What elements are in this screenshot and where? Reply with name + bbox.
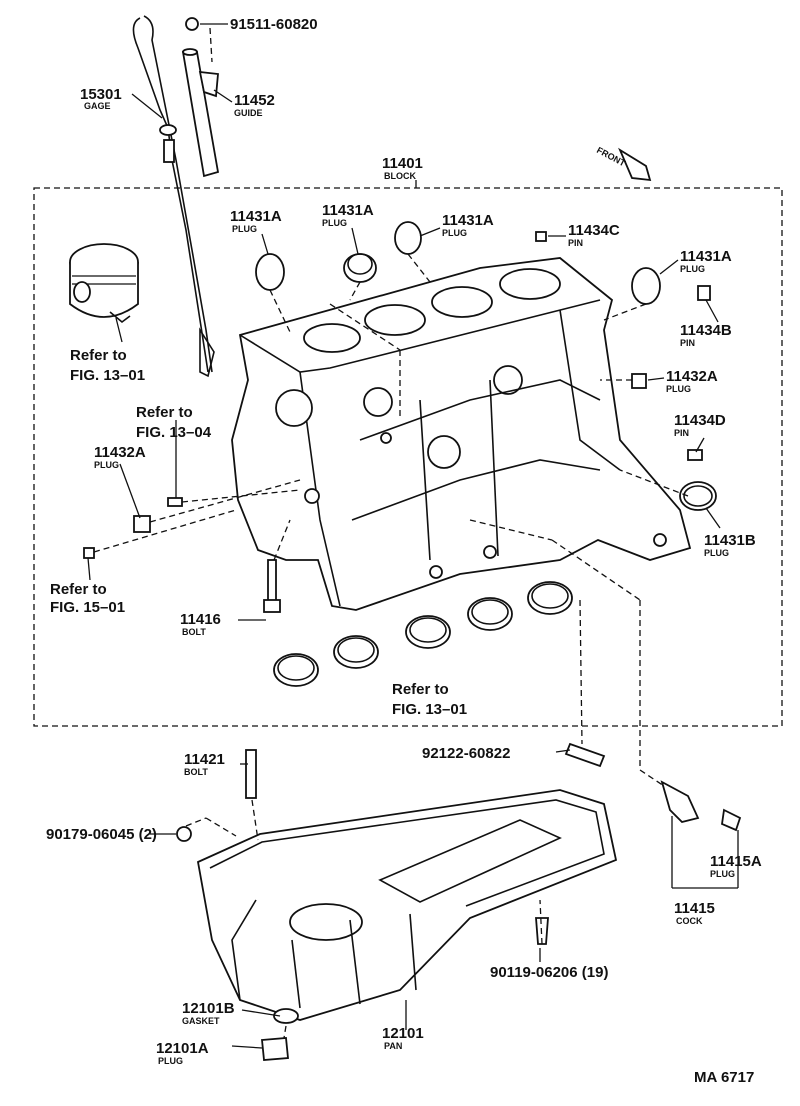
bolt-11421 (245, 749, 257, 799)
label-plug-a4-name: PLUG (680, 264, 705, 274)
label-plug-32a-left: 11432A (94, 444, 146, 461)
pin-ref-1501 (83, 547, 95, 559)
label-plug-b-name: PLUG (704, 548, 729, 558)
label-bolt-11421-name: BOLT (184, 767, 208, 777)
plug-11431a-1 (255, 253, 285, 291)
label-cock-plug-name: PLUG (710, 869, 735, 879)
pin-11434d (687, 449, 703, 461)
pin-ref-1304 (167, 497, 183, 507)
bolt-11416 (263, 559, 281, 613)
label-15301: 15301 (80, 86, 122, 103)
piston-illustration (69, 243, 139, 324)
label-pan-name: PAN (384, 1041, 402, 1051)
pin-11434b (697, 285, 711, 301)
label-pin-b: 11434B (680, 322, 732, 339)
label-plug-a2: 11431A (322, 202, 374, 219)
main-bearings (273, 581, 573, 687)
label-plug-b: 11431B (704, 532, 756, 549)
gasket-12101b (273, 1008, 299, 1024)
pin-11434c (535, 231, 547, 242)
assembly-lines (93, 253, 689, 1039)
label-cock-plug: 11415A (710, 853, 762, 870)
label-pan: 12101 (382, 1025, 424, 1042)
label-90119: 90119-06206 (19) (490, 964, 608, 981)
label-gasket: 12101B (182, 1000, 235, 1017)
label-pin-b-name: PIN (680, 338, 695, 348)
bolt-91511 (185, 17, 199, 31)
label-ref-1301-a-line2: FIG. 13–01 (70, 367, 145, 384)
label-gasket-name: GASKET (182, 1016, 220, 1026)
plug-12101a (261, 1037, 289, 1061)
block-group-frame (33, 187, 783, 727)
label-ref-1304-line2: FIG. 13–04 (136, 424, 212, 441)
label-plug-32a-left-name: PLUG (94, 460, 119, 470)
label-bolt-11421: 11421 (184, 751, 225, 768)
label-plug-a2-name: PLUG (322, 218, 347, 228)
label-ref-1501-line1: Refer to (50, 581, 107, 598)
label-92122: 92122-60822 (422, 745, 510, 762)
label-pin-c-name: PIN (568, 238, 583, 248)
label-ref-1301-b-line1: Refer to (392, 681, 449, 698)
oil-gage-guide (181, 27, 220, 178)
label-11401: 11401 (382, 155, 423, 172)
label-plug-a1-name: PLUG (232, 224, 257, 234)
plug-11432a-left (133, 515, 151, 533)
label-pin-c: 11434C (568, 222, 620, 239)
label-ref-1304-line1: Refer to (136, 404, 193, 421)
cylinder-block (231, 257, 692, 611)
label-ref-1301-a-line1: Refer to (70, 347, 127, 364)
label-pin-d: 11434D (674, 412, 726, 429)
label-plug-a1: 11431A (230, 208, 282, 225)
label-11452-name: GUIDE (234, 108, 263, 118)
label-cock-name: COCK (676, 916, 703, 926)
stud-92122 (564, 742, 606, 768)
label-front: FRONT (595, 145, 628, 169)
label-plug-a3-name: PLUG (442, 228, 467, 238)
oil-pan (196, 789, 618, 1021)
front-arrow (618, 147, 652, 182)
label-15301-name: GAGE (84, 101, 111, 111)
oil-level-gage (132, 15, 215, 378)
label-11401-name: BLOCK (384, 171, 416, 181)
label-91511: 91511-60820 (230, 16, 318, 33)
plug-90179 (176, 826, 192, 842)
label-cock: 11415 (674, 900, 715, 917)
label-plug-12101a-name: PLUG (158, 1056, 183, 1066)
label-plug-a3: 11431A (442, 212, 494, 229)
leader-lines (87, 23, 739, 1049)
label-diagram-code: MA 6717 (694, 1069, 754, 1086)
label-bolt-11416-name: BOLT (182, 627, 206, 637)
plug-11431a-3 (394, 221, 422, 255)
label-pin-d-name: PIN (674, 428, 689, 438)
label-90179: 90179-06045 (2) (46, 826, 157, 843)
label-ref-1301-b-line2: FIG. 13–01 (392, 701, 467, 718)
label-bolt-11416: 11416 (180, 611, 221, 628)
label-plug-32a-right: 11432A (666, 368, 718, 385)
drain-cock (660, 780, 742, 832)
plug-11432a-right (631, 373, 647, 389)
label-plug-32a-right-name: PLUG (666, 384, 691, 394)
label-plug-a4: 11431A (680, 248, 732, 265)
callout-labels: 91511-60820 15301 GAGE 11452 GUIDE 11401… (46, 16, 762, 1086)
label-ref-1501-line2: FIG. 15–01 (50, 599, 125, 616)
label-plug-12101a: 12101A (156, 1040, 209, 1057)
label-11452: 11452 (234, 92, 275, 109)
plug-11431a-4 (631, 267, 661, 305)
